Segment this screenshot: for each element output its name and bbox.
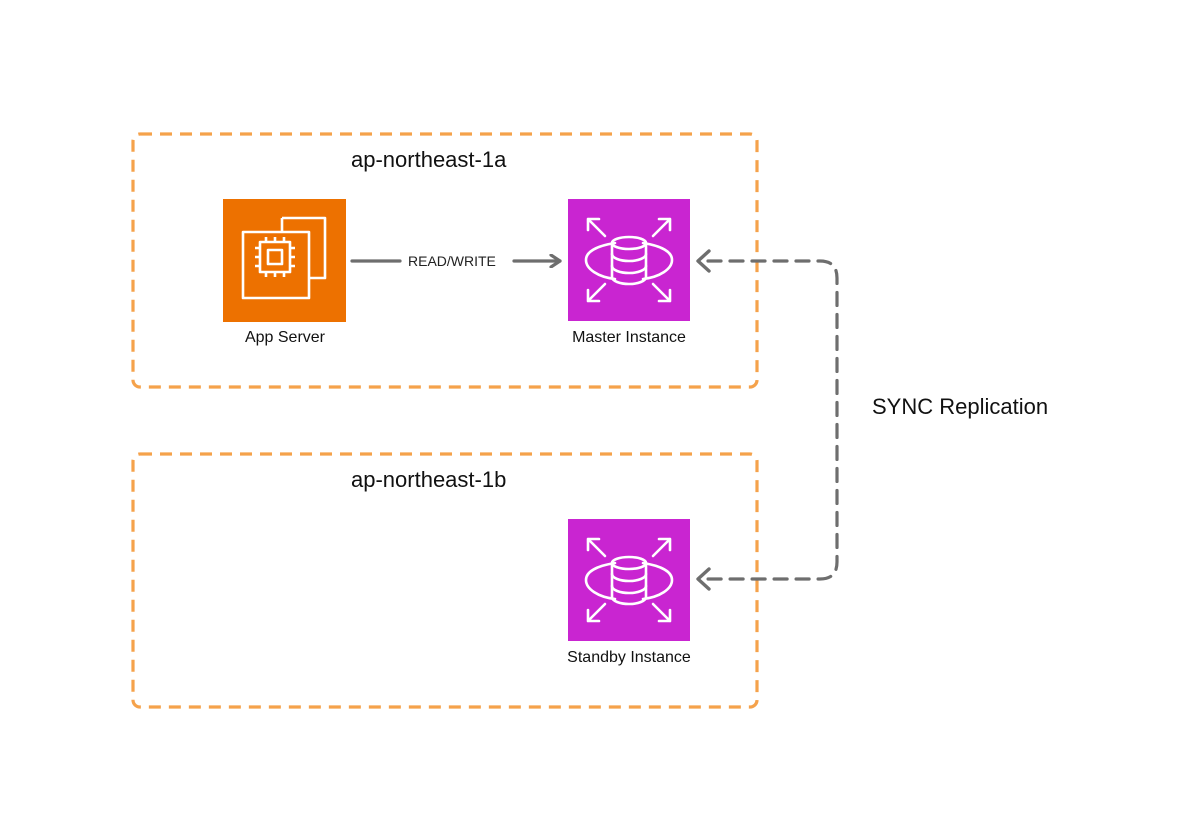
app-server-label: App Server xyxy=(244,329,326,346)
ec2-instance-icon xyxy=(223,199,346,322)
read-write-label: READ/WRITE xyxy=(408,253,496,269)
replication-arrowhead-master xyxy=(696,249,711,273)
sync-replication-label: SYNC Replication xyxy=(872,394,1049,419)
rds-database-icon xyxy=(568,199,690,321)
standby-instance-label: Standby Instance xyxy=(567,649,691,666)
master-instance-label: Master Instance xyxy=(572,329,686,346)
zone-title-1a: ap-northeast-1a xyxy=(351,147,507,172)
replication-arrowhead-standby xyxy=(696,567,711,591)
sync-replication-connector xyxy=(706,259,839,581)
rds-database-icon xyxy=(568,519,690,641)
zone-title-1b: ap-northeast-1b xyxy=(351,467,507,492)
